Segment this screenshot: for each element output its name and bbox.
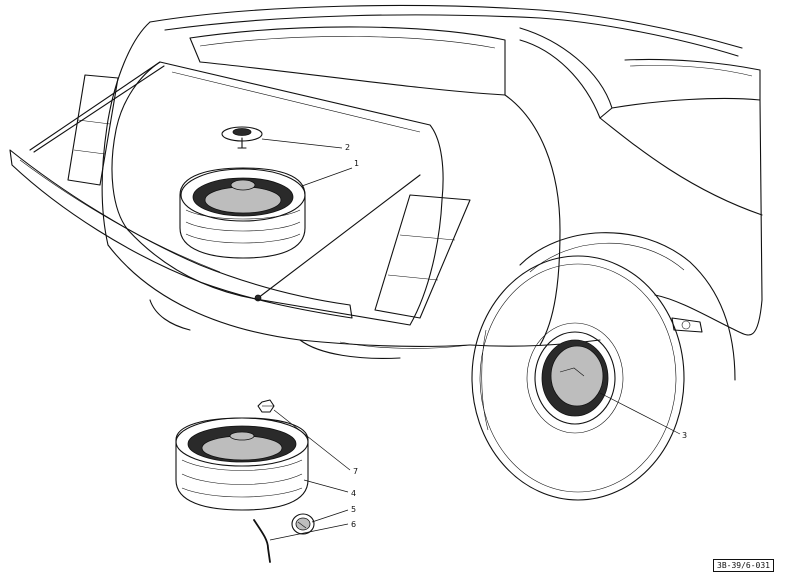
spare-wheel-stowed bbox=[179, 167, 306, 259]
spare-wheel-clamp bbox=[221, 126, 263, 149]
drawing-reference-code: 3B-39/6-031 bbox=[713, 559, 774, 572]
wheel-brace bbox=[253, 519, 271, 563]
car-body bbox=[9, 4, 763, 381]
road-wheel bbox=[471, 255, 685, 501]
callout-3: 3 bbox=[682, 431, 687, 440]
callout-1: 1 bbox=[354, 159, 359, 168]
callout-2: 2 bbox=[345, 143, 350, 152]
hub-cap bbox=[291, 513, 315, 535]
callout-6: 6 bbox=[351, 520, 356, 529]
spare-wheel-loose bbox=[175, 417, 309, 511]
callout-5: 5 bbox=[351, 505, 356, 514]
leader-lines bbox=[261, 138, 681, 541]
wheel-nut bbox=[257, 399, 275, 413]
callout-4: 4 bbox=[351, 489, 356, 498]
callout-7: 7 bbox=[353, 467, 358, 476]
